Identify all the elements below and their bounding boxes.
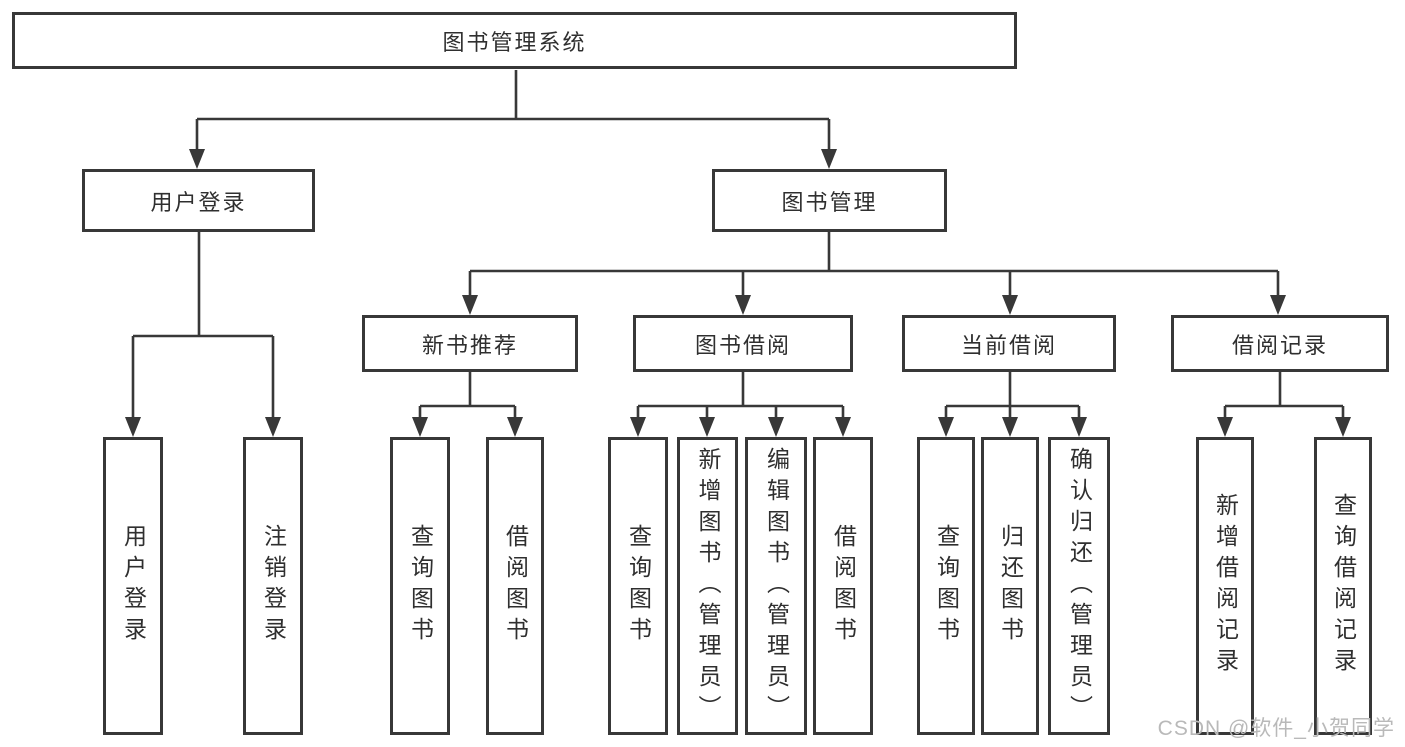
leaf-borrow-query-books-label: 查询图书 — [625, 524, 652, 648]
leaf-current-return-books: 归还图书 — [981, 437, 1039, 735]
leaf-current-return-books-label: 归还图书 — [997, 524, 1024, 648]
node-user-login-section: 用户登录 — [82, 169, 315, 232]
leaf-newbooks-query-books: 查询图书 — [390, 437, 450, 735]
node-borrow-records-label: 借阅记录 — [1231, 332, 1328, 358]
node-book-borrow: 图书借阅 — [633, 315, 853, 372]
leaf-borrow-edit-books-admin-label: 编辑图书（管理员） — [763, 446, 790, 726]
leaf-borrow-add-books-admin: 新增图书（管理员） — [677, 437, 738, 735]
leaf-current-query-books: 查询图书 — [917, 437, 975, 735]
leaf-borrow-edit-books-admin: 编辑图书（管理员） — [745, 437, 807, 735]
node-new-book-recommend-label: 新书推荐 — [421, 332, 518, 358]
leaf-current-confirm-return-admin-label: 确认归还（管理员） — [1066, 446, 1093, 726]
leaf-records-add-record: 新增借阅记录 — [1196, 437, 1254, 735]
leaf-borrow-borrow-books: 借阅图书 — [813, 437, 873, 735]
leaf-records-query-record: 查询借阅记录 — [1314, 437, 1372, 735]
leaf-records-add-record-label: 新增借阅记录 — [1212, 493, 1239, 679]
node-current-borrow: 当前借阅 — [902, 315, 1116, 372]
leaf-records-query-record-label: 查询借阅记录 — [1330, 493, 1357, 679]
leaf-logout-label: 注销登录 — [260, 524, 287, 648]
leaf-current-query-books-label: 查询图书 — [933, 524, 960, 648]
csdn-watermark: CSDN @软件_小贺同学 — [1157, 717, 1395, 740]
node-root-system: 图书管理系统 — [12, 12, 1017, 69]
leaf-current-confirm-return-admin: 确认归还（管理员） — [1048, 437, 1110, 735]
node-book-management-section-label: 图书管理 — [781, 189, 878, 215]
node-book-borrow-label: 图书借阅 — [694, 332, 791, 358]
leaf-user-login-label: 用户登录 — [120, 524, 147, 648]
node-root-system-label: 图书管理系统 — [442, 29, 587, 55]
node-current-borrow-label: 当前借阅 — [960, 332, 1057, 358]
leaf-borrow-borrow-books-label: 借阅图书 — [830, 524, 857, 648]
leaf-user-login: 用户登录 — [103, 437, 163, 735]
node-book-management-section: 图书管理 — [712, 169, 947, 232]
node-new-book-recommend: 新书推荐 — [362, 315, 578, 372]
leaf-newbooks-borrow-books-label: 借阅图书 — [502, 524, 529, 648]
leaf-logout: 注销登录 — [243, 437, 303, 735]
leaf-borrow-add-books-admin-label: 新增图书（管理员） — [695, 446, 721, 726]
node-user-login-section-label: 用户登录 — [150, 189, 247, 215]
leaf-newbooks-borrow-books: 借阅图书 — [486, 437, 544, 735]
leaf-newbooks-query-books-label: 查询图书 — [407, 524, 434, 648]
leaf-borrow-query-books: 查询图书 — [608, 437, 668, 735]
node-borrow-records: 借阅记录 — [1171, 315, 1389, 372]
